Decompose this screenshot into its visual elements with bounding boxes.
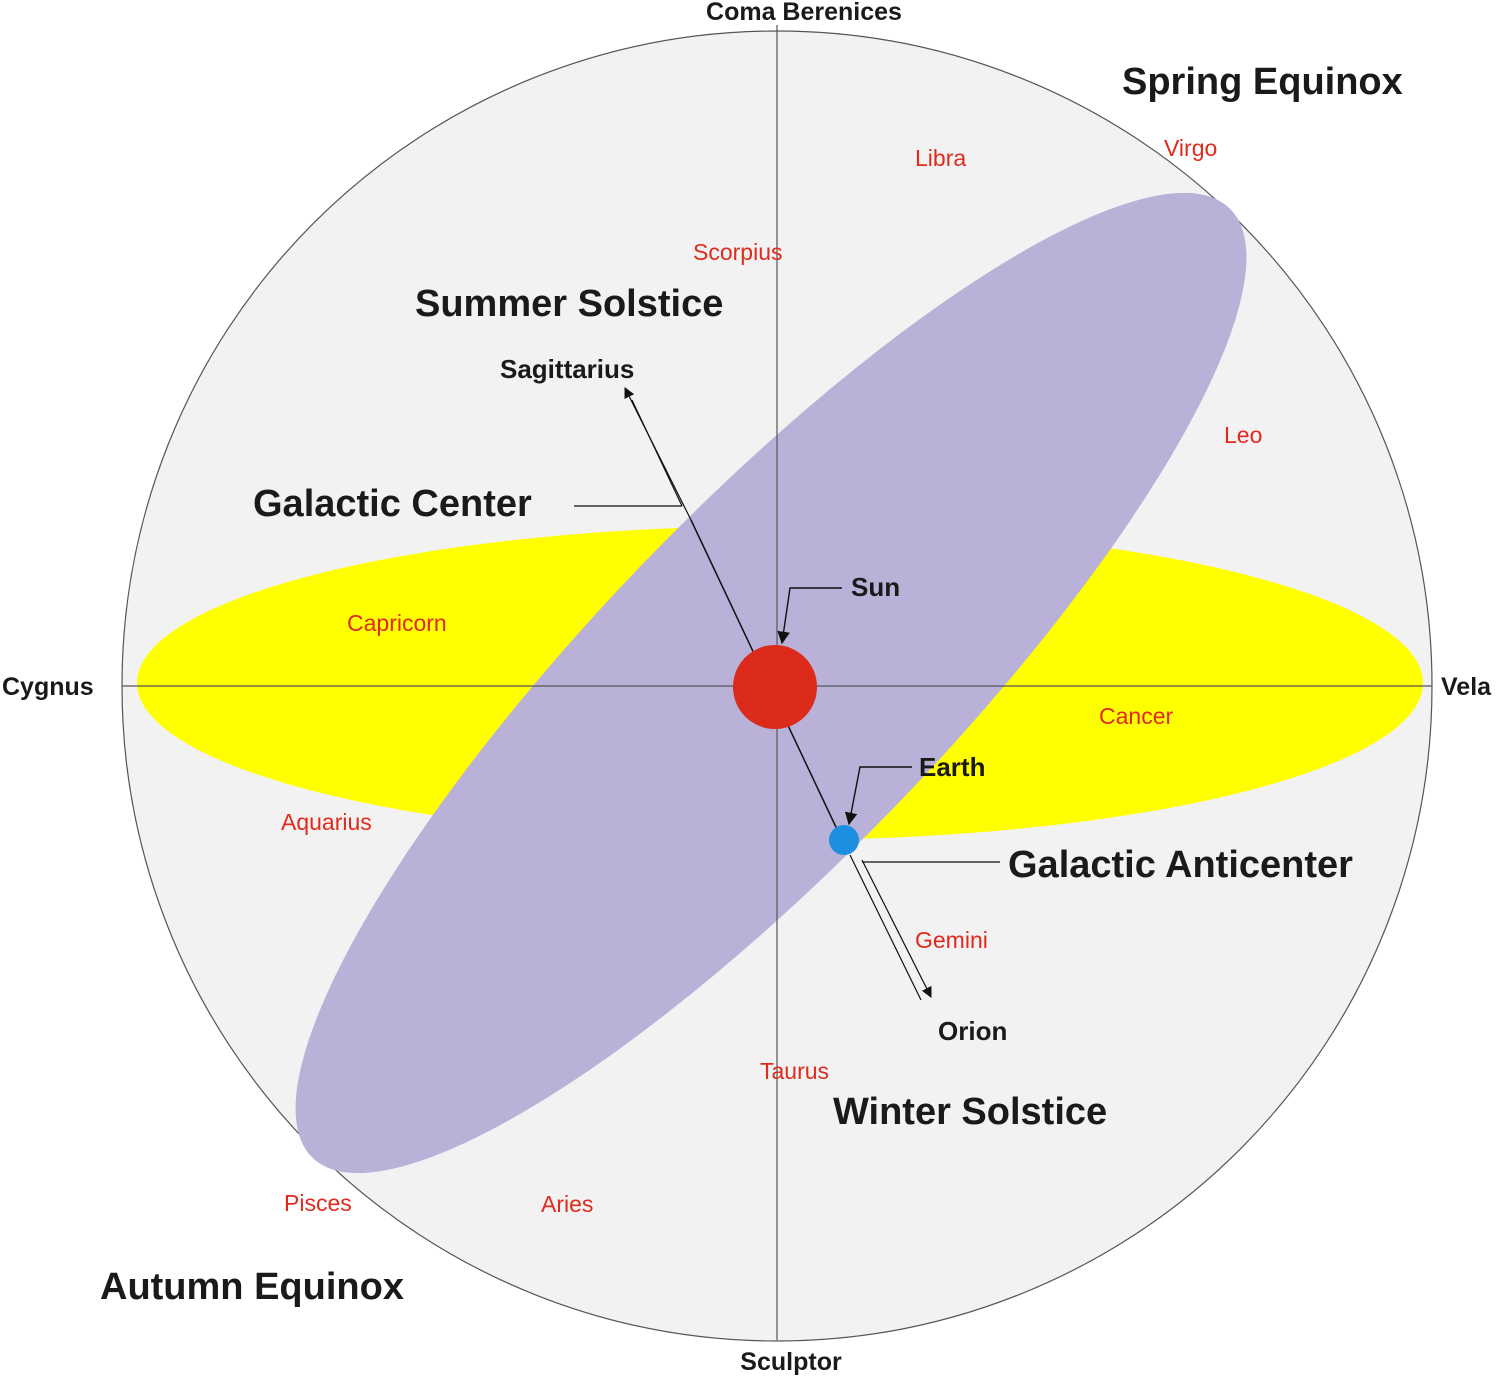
sagittarius-arrow-right <box>631 399 683 507</box>
zodiac-leo: Leo <box>1224 422 1262 448</box>
galactic-center-label: Galactic Center <box>253 483 532 525</box>
axis-label-bottom: Sculptor <box>740 1348 842 1376</box>
sun-label: Sun <box>851 572 900 602</box>
season-summer-solstice: Summer Solstice <box>415 283 723 325</box>
zodiac-capricorn: Capricorn <box>347 610 447 636</box>
season-spring-equinox: Spring Equinox <box>1122 61 1403 103</box>
galactic-anticenter-label: Galactic Anticenter <box>1008 844 1353 886</box>
zodiac-virgo: Virgo <box>1164 135 1217 161</box>
zodiac-taurus: Taurus <box>760 1058 829 1084</box>
season-winter-solstice: Winter Solstice <box>833 1091 1107 1133</box>
earth <box>829 825 859 855</box>
sun <box>733 645 817 729</box>
orion-arrow-right <box>861 859 932 998</box>
orion-label: Orion <box>938 1016 1007 1046</box>
zodiac-scorpius: Scorpius <box>693 239 782 265</box>
zodiac-pisces: Pisces <box>284 1190 352 1216</box>
zodiac-cancer: Cancer <box>1099 703 1173 729</box>
zodiac-aries: Aries <box>541 1191 593 1217</box>
orion-arrow-left <box>849 854 922 1001</box>
earth-label: Earth <box>919 752 985 782</box>
axis-label-left: Cygnus <box>2 673 94 701</box>
zodiac-libra: Libra <box>915 145 966 171</box>
zodiac-gemini: Gemini <box>915 927 988 953</box>
earth-pointer <box>844 766 912 826</box>
sun-pointer <box>777 587 842 645</box>
sagittarius-label: Sagittarius <box>500 354 634 384</box>
zodiac-aquarius: Aquarius <box>281 809 372 835</box>
season-autumn-equinox: Autumn Equinox <box>100 1266 404 1308</box>
axis-label-right: Vela <box>1441 673 1492 701</box>
axis-label-top: Coma Berenices <box>706 0 902 26</box>
